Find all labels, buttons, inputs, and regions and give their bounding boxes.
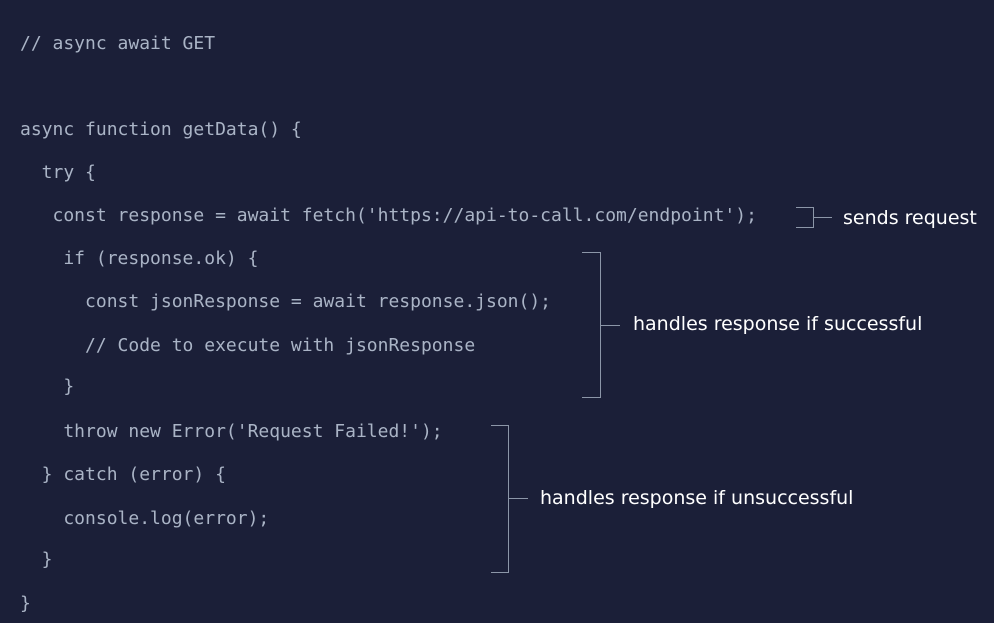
code-line-fetch: const response = await fetch('https://ap…	[20, 205, 757, 226]
code-line-console-log: console.log(error);	[20, 508, 270, 529]
bracket-handles-failure	[491, 425, 509, 573]
label-handles-failure: handles response if unsuccessful	[540, 487, 854, 509]
code-line-close-if: }	[20, 376, 75, 397]
label-sends-request: sends request	[843, 207, 977, 229]
bracket-handles-success	[582, 252, 601, 398]
code-line-close-catch: }	[20, 549, 53, 570]
code-line-if-ok: if (response.ok) {	[20, 248, 259, 269]
label-handles-success: handles response if successful	[633, 313, 923, 335]
code-line-catch: } catch (error) {	[20, 464, 226, 485]
code-line-json-response: const jsonResponse = await response.json…	[20, 291, 552, 312]
code-line-close-function: }	[20, 593, 31, 614]
code-line-function-declaration: async function getData() {	[20, 119, 302, 140]
code-line-try: try {	[20, 162, 96, 183]
bracket-tick-handles-success	[601, 325, 620, 326]
bracket-sends-request	[796, 207, 814, 228]
bracket-tick-handles-failure	[509, 498, 528, 499]
code-line-comment-execute: // Code to execute with jsonResponse	[20, 335, 476, 356]
bracket-tick-sends-request	[814, 217, 832, 218]
code-line-comment-title: // async await GET	[20, 33, 216, 54]
code-line-throw: throw new Error('Request Failed!');	[20, 421, 443, 442]
